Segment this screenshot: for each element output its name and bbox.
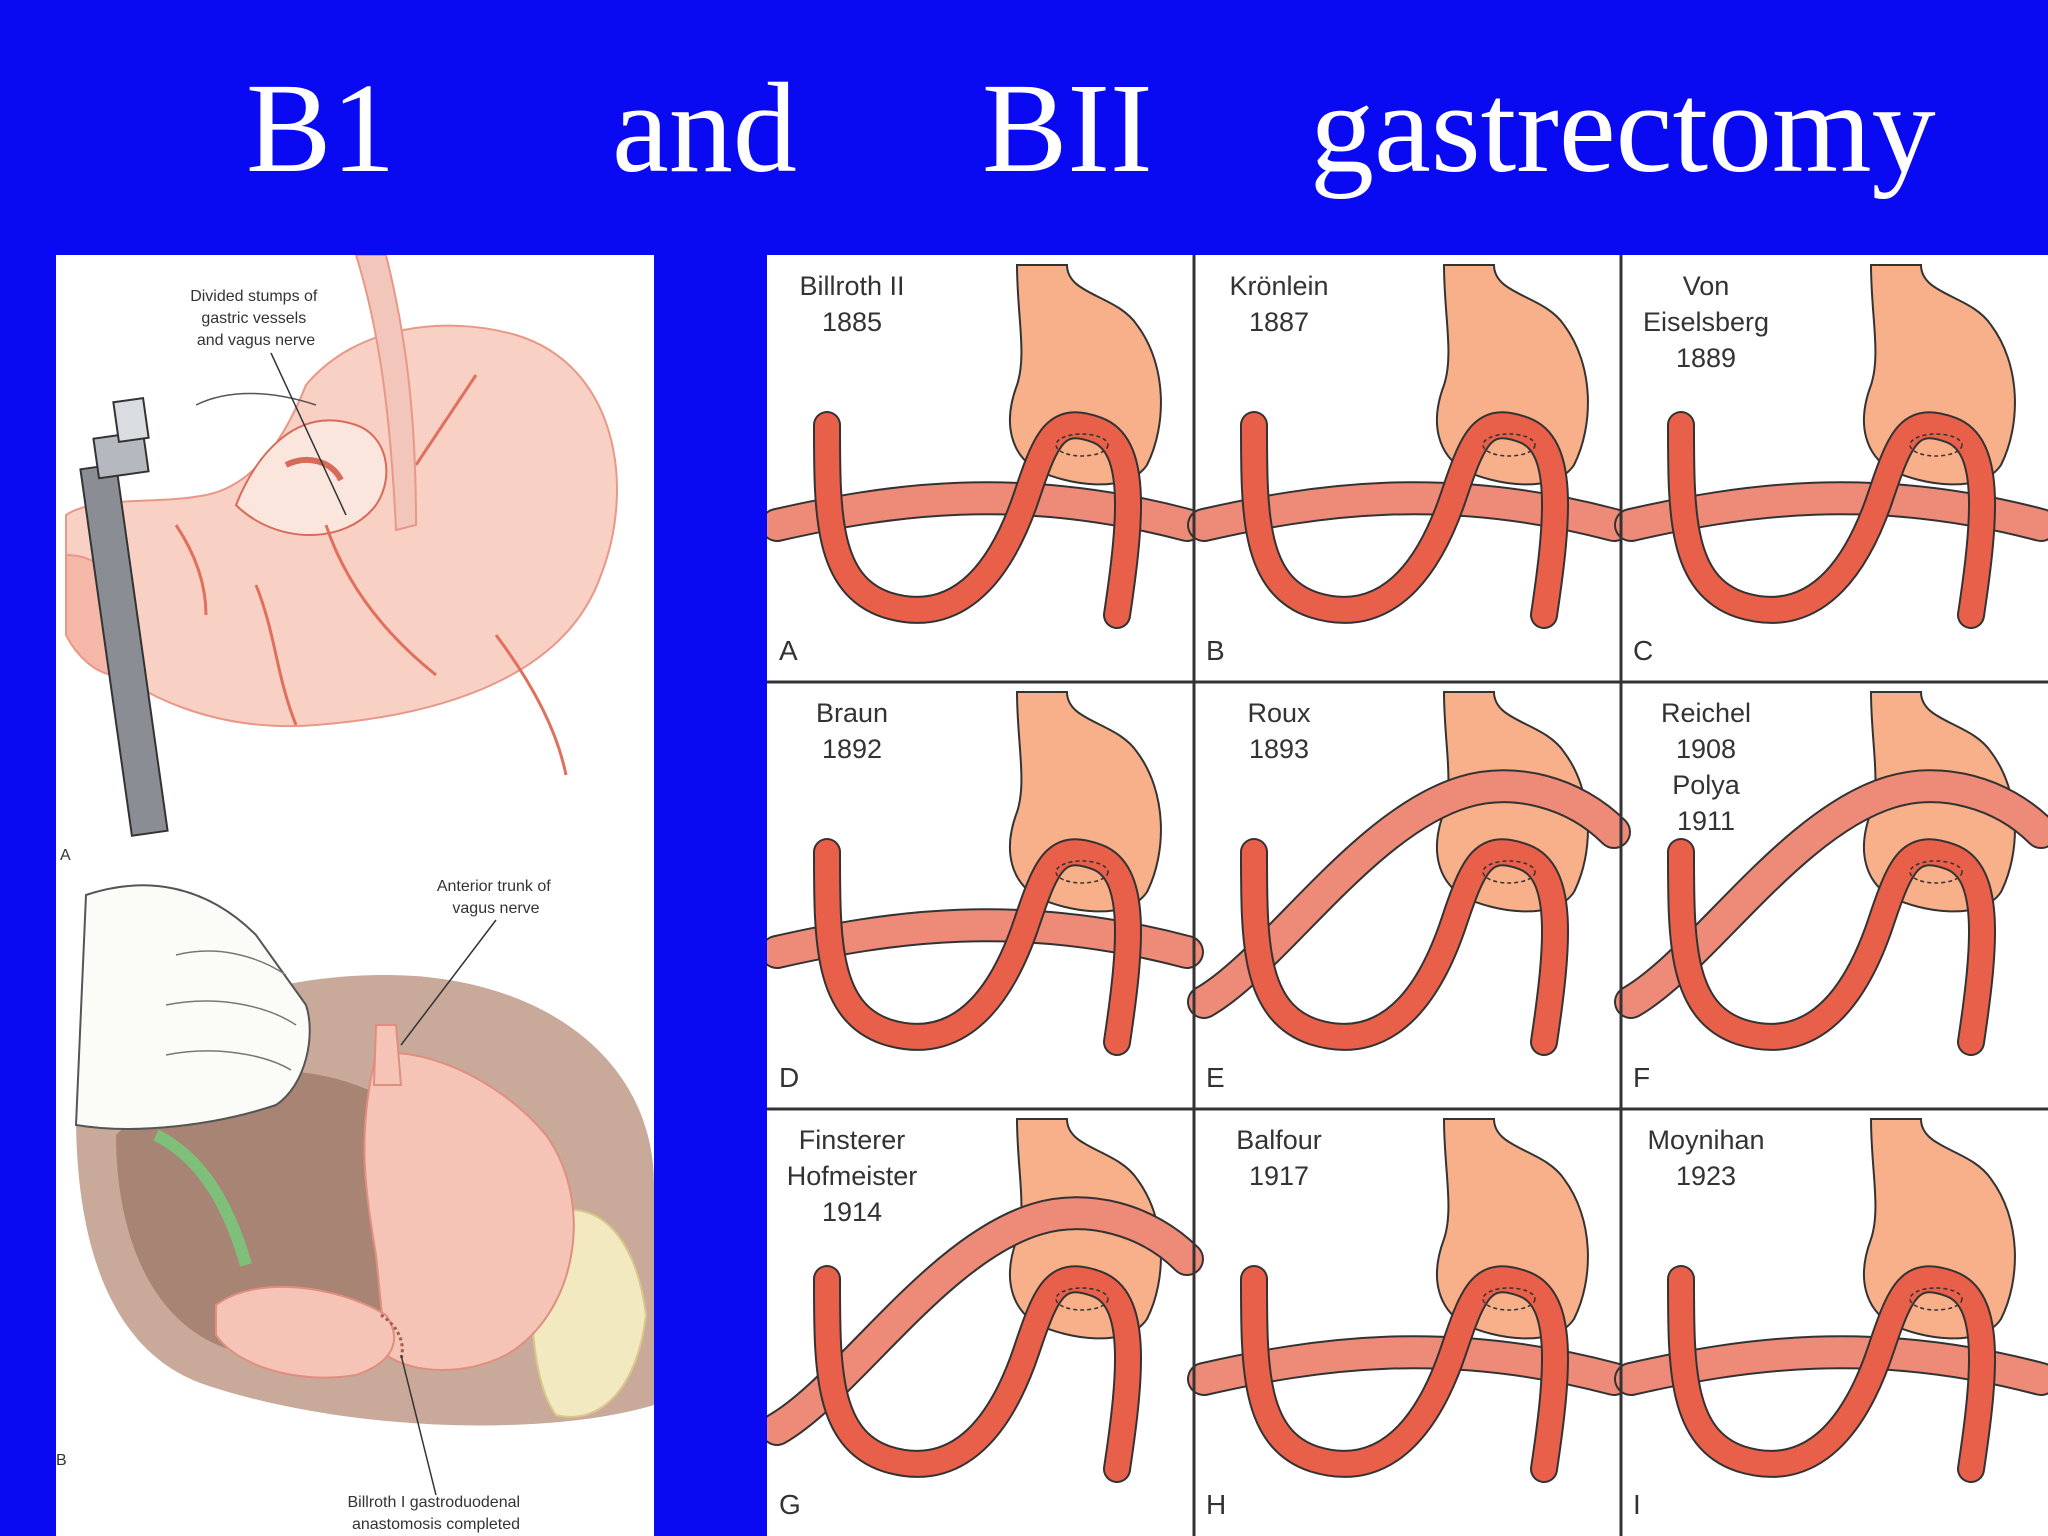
billroth-i-illustration-panel: Divided stumps of gastric vessels and va… (56, 255, 654, 1536)
variant-letter-b: B (1206, 635, 1225, 666)
anastomosis-site (1482, 433, 1536, 457)
jejunal-loop (1242, 840, 1567, 1054)
jejunal-loop (1669, 840, 1994, 1054)
jejunal-loop (815, 413, 1140, 627)
figure-a-stomach-resection: Divided stumps of gastric vessels and va… (60, 255, 618, 864)
variant-letter-d: D (779, 1062, 799, 1093)
figure-a-callout: Divided stumps of gastric vessels and va… (190, 288, 322, 349)
anastomosis-site (1055, 860, 1109, 884)
jejunal-loop (815, 1267, 1140, 1481)
anastomosis-site (1055, 1287, 1109, 1311)
slide-title: B1 and BII gastrectomy (0, 55, 2048, 205)
jejunal-loop (815, 840, 1140, 1054)
jejunal-loop (1242, 413, 1567, 627)
anastomosis-site (1482, 1287, 1536, 1311)
variant-letter-c: C (1633, 635, 1653, 666)
figure-b-callout-bottom: Billroth I gastroduodenal anastomosis co… (347, 1494, 524, 1533)
title-word-and: and (612, 57, 797, 199)
jejunal-loop (1669, 1267, 1994, 1481)
variant-letter-h: H (1206, 1489, 1226, 1520)
variant-letter-f: F (1633, 1062, 1650, 1093)
anastomosis-site (1909, 860, 1963, 884)
figure-b-label: B (56, 1452, 67, 1469)
jejunal-loop (1242, 1267, 1567, 1481)
title-word-bii: BII (982, 57, 1153, 199)
variant-letter-g: G (779, 1489, 801, 1520)
variant-letter-e: E (1206, 1062, 1225, 1093)
figure-a-label: A (60, 847, 71, 864)
variant-letter-i: I (1633, 1489, 1641, 1520)
billroth-i-illustrations: Divided stumps of gastric vessels and va… (56, 255, 654, 1533)
title-word-gastrectomy: gastrectomy (1310, 57, 1936, 199)
title-word-b1: B1 (246, 57, 396, 199)
anastomosis-site (1055, 433, 1109, 457)
anastomosis-site (1909, 433, 1963, 457)
anastomosis-site (1482, 860, 1536, 884)
figure-b-gastroduodenal-anastomosis: Anterior trunk of vagus nerve Billroth I… (56, 878, 654, 1533)
figure-b-callout-top: Anterior trunk of vagus nerve (437, 878, 555, 917)
anastomosis-site (1909, 1287, 1963, 1311)
variant-letter-a: A (779, 635, 798, 666)
jejunal-loop (1669, 413, 1994, 627)
